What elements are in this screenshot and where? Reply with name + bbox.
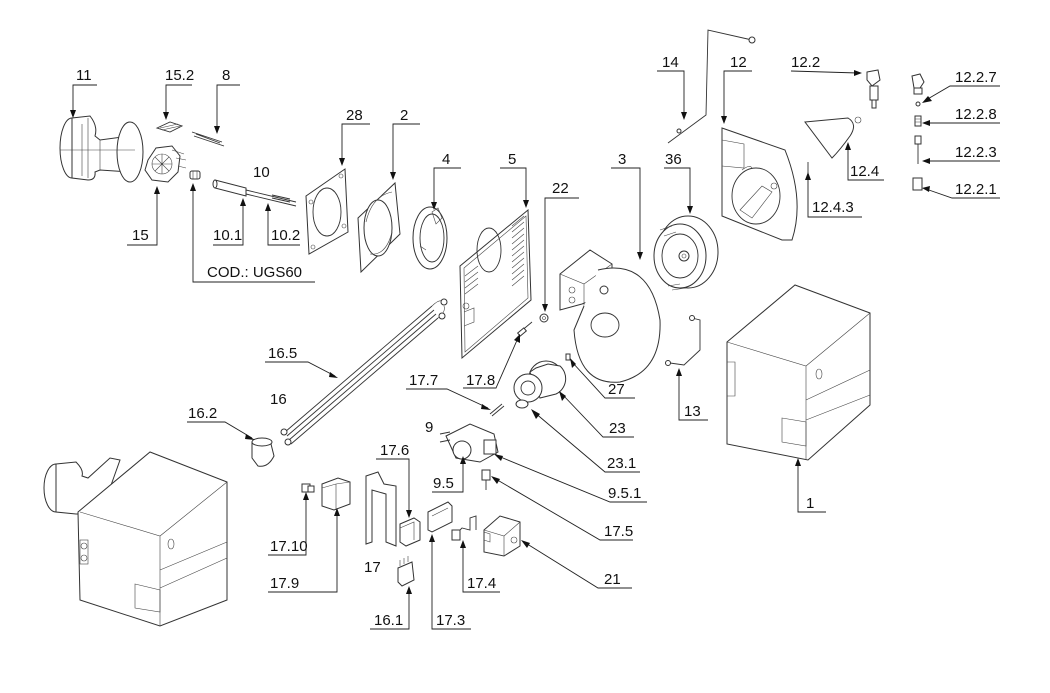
callout-10-1: 10.1 bbox=[213, 227, 242, 244]
part-ring bbox=[412, 206, 448, 270]
part-damper bbox=[804, 116, 862, 159]
callout-23: 23 bbox=[609, 420, 626, 437]
callout-27: 27 bbox=[608, 381, 625, 398]
callout-17-6: 17.6 bbox=[380, 442, 409, 459]
part-tube-13 bbox=[665, 315, 701, 366]
part-flange bbox=[357, 181, 401, 274]
part-assembled-burner bbox=[43, 451, 228, 627]
part-nozzle-holder bbox=[212, 179, 297, 207]
callout-4: 4 bbox=[442, 151, 450, 168]
part-sensor-17-8 bbox=[516, 321, 533, 337]
part-base-17-3 bbox=[427, 501, 453, 533]
callout-12: 12 bbox=[730, 54, 747, 71]
callout-17-8: 17.8 bbox=[466, 372, 495, 389]
part-gasket bbox=[305, 168, 349, 255]
part-diffuser bbox=[144, 145, 187, 183]
callout-12-4-3: 12.4.3 bbox=[812, 199, 854, 216]
part-control-box bbox=[399, 517, 421, 547]
callout-10: 10 bbox=[253, 164, 270, 181]
code-note: COD.: UGS60 bbox=[207, 264, 302, 281]
part-bracket bbox=[365, 471, 397, 547]
callout-23-1: 23.1 bbox=[607, 455, 636, 472]
callout-3: 3 bbox=[618, 151, 626, 168]
callout-22: 22 bbox=[552, 180, 569, 197]
part-cover-box-21 bbox=[483, 515, 521, 557]
callout-15: 15 bbox=[132, 227, 149, 244]
callout-17-7: 17.7 bbox=[409, 372, 438, 389]
callout-21: 21 bbox=[604, 571, 621, 588]
callout-8: 8 bbox=[222, 67, 230, 84]
part-filter bbox=[251, 437, 275, 467]
callout-17: 17 bbox=[364, 559, 381, 576]
callout-11: 11 bbox=[76, 67, 92, 84]
callout-9-5-1: 9.5.1 bbox=[608, 485, 641, 502]
part-motor bbox=[513, 360, 567, 409]
callout-2: 2 bbox=[400, 107, 408, 124]
callout-16-5: 16.5 bbox=[268, 345, 297, 362]
callout-labels: 11 15.2 8 15 10 10.1 10.2 COD.: UGS60 28… bbox=[76, 54, 997, 629]
callout-17-3: 17.3 bbox=[436, 612, 465, 629]
callout-16: 16 bbox=[270, 391, 287, 408]
callout-5: 5 bbox=[508, 151, 516, 168]
part-plug bbox=[301, 483, 315, 493]
part-electrodes-8 bbox=[191, 131, 225, 147]
callout-17-10: 17.10 bbox=[270, 538, 308, 555]
leader-lines bbox=[70, 70, 1000, 630]
callout-12-2: 12.2 bbox=[791, 54, 820, 71]
part-clip bbox=[451, 515, 477, 541]
callout-15-2: 15.2 bbox=[165, 67, 194, 84]
callout-9-5: 9.5 bbox=[433, 475, 454, 492]
part-blast-tube bbox=[59, 115, 144, 183]
callout-17-4: 17.4 bbox=[467, 575, 496, 592]
callout-12-2-3: 12.2.3 bbox=[955, 144, 997, 161]
part-air-box bbox=[721, 127, 798, 241]
part-rod bbox=[667, 29, 756, 144]
callout-1: 1 bbox=[806, 495, 814, 512]
part-fitting-22 bbox=[539, 313, 549, 323]
part-connector-17-7 bbox=[489, 403, 505, 417]
part-nozzle-fitting bbox=[189, 170, 201, 180]
part-panel bbox=[459, 208, 532, 360]
callout-36: 36 bbox=[665, 151, 682, 168]
callout-13: 13 bbox=[684, 403, 701, 420]
part-transformer bbox=[321, 477, 351, 511]
part-cover bbox=[726, 284, 871, 461]
callout-9: 9 bbox=[425, 419, 433, 436]
part-pump bbox=[439, 423, 499, 463]
callout-16-1: 16.1 bbox=[374, 612, 403, 629]
callout-16-2: 16.2 bbox=[188, 405, 217, 422]
part-knob bbox=[866, 69, 881, 109]
callout-12-2-1: 12.2.1 bbox=[955, 181, 997, 198]
part-socket bbox=[397, 556, 415, 587]
callout-28: 28 bbox=[346, 107, 363, 124]
callout-14: 14 bbox=[662, 54, 679, 71]
part-fan-housing bbox=[559, 249, 661, 383]
callout-17-9: 17.9 bbox=[270, 575, 299, 592]
callout-12-2-8: 12.2.8 bbox=[955, 106, 997, 123]
part-screw-27 bbox=[565, 353, 571, 361]
part-12-2-components bbox=[911, 73, 925, 191]
part-photocell bbox=[481, 469, 491, 490]
callout-12-2-7: 12.2.7 bbox=[955, 69, 997, 86]
part-hoses bbox=[280, 298, 448, 446]
part-electrode-15-2 bbox=[155, 121, 184, 133]
callout-17-5: 17.5 bbox=[604, 523, 633, 540]
part-fan-wheel bbox=[653, 215, 719, 291]
callout-10-2: 10.2 bbox=[271, 227, 300, 244]
callout-12-4: 12.4 bbox=[850, 163, 879, 180]
